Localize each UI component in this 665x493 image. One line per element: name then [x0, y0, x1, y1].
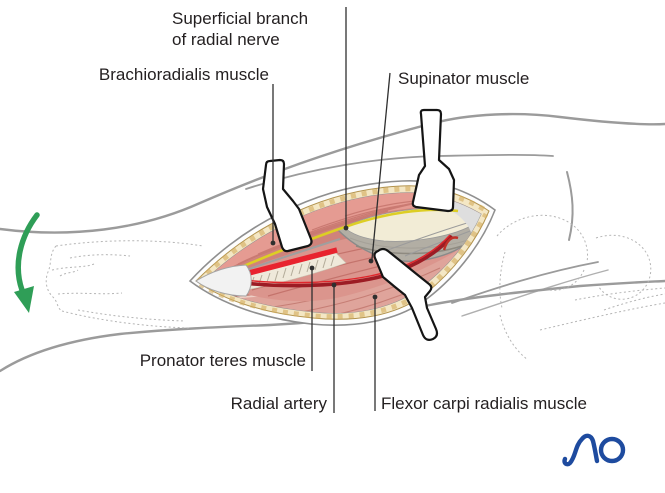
ao-logo-letter-a [562, 433, 600, 467]
leader-dot-supinator [368, 258, 374, 264]
bone-outline-wrist [45, 240, 204, 329]
retractor-top-left [261, 158, 313, 253]
ao-logo-letter-o [598, 436, 626, 464]
bone-outline-elbow [496, 214, 665, 361]
retractor-top-right [411, 108, 456, 213]
radial-artery-vessel [243, 234, 459, 288]
skin-flap [195, 264, 252, 297]
leader-dot-brachioradialis [270, 240, 276, 246]
supinator-window-shape [336, 207, 481, 262]
label-radial-artery: Radial artery [230, 394, 327, 413]
label-pronator-teres-muscle: Pronator teres muscle [139, 351, 306, 370]
label-brachioradialis-muscle: Brachioradialis muscle [98, 65, 269, 84]
leader-supinator [371, 72, 391, 260]
label-line: of radial nerve [172, 30, 280, 49]
leader-dot-pronator-teres [309, 265, 315, 271]
label-line: Superficial branch [172, 9, 309, 28]
leader-dot-radial-artery [331, 282, 337, 288]
ao-logo: AO [562, 433, 626, 467]
retractor-bottom [373, 247, 439, 341]
label-supinator-muscle: Supinator muscle [398, 69, 530, 88]
leader-dot-superficial-branch [343, 225, 349, 231]
rotation-arrow-icon [14, 212, 40, 313]
label-flexor-carpi-radialis-muscle: Flexor carpi radialis muscle [381, 394, 587, 413]
label-superficial-branch-of-radial-nerve: Superficial branch of radial nerve [172, 8, 308, 50]
leader-dot-flexor-carpi-radialis [372, 294, 378, 300]
